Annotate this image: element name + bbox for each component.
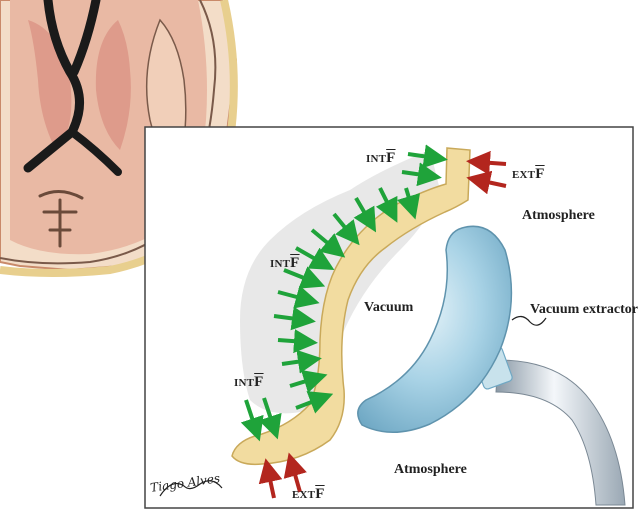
int-force-label-top: INTF	[366, 150, 396, 167]
vacuum-extractor-label: Vacuum extractor	[530, 302, 610, 317]
vacuum-label: Vacuum	[364, 300, 413, 316]
int-force-label-middle: INTF	[270, 255, 300, 272]
ext-force-label-top: EXTF	[512, 166, 545, 183]
atmosphere-label-bottom: Atmosphere	[394, 462, 467, 478]
int-force-label-bottom: INTF	[234, 374, 264, 391]
ext-force-label-bottom: EXTF	[292, 486, 325, 503]
atmosphere-label-top: Atmosphere	[522, 208, 595, 224]
